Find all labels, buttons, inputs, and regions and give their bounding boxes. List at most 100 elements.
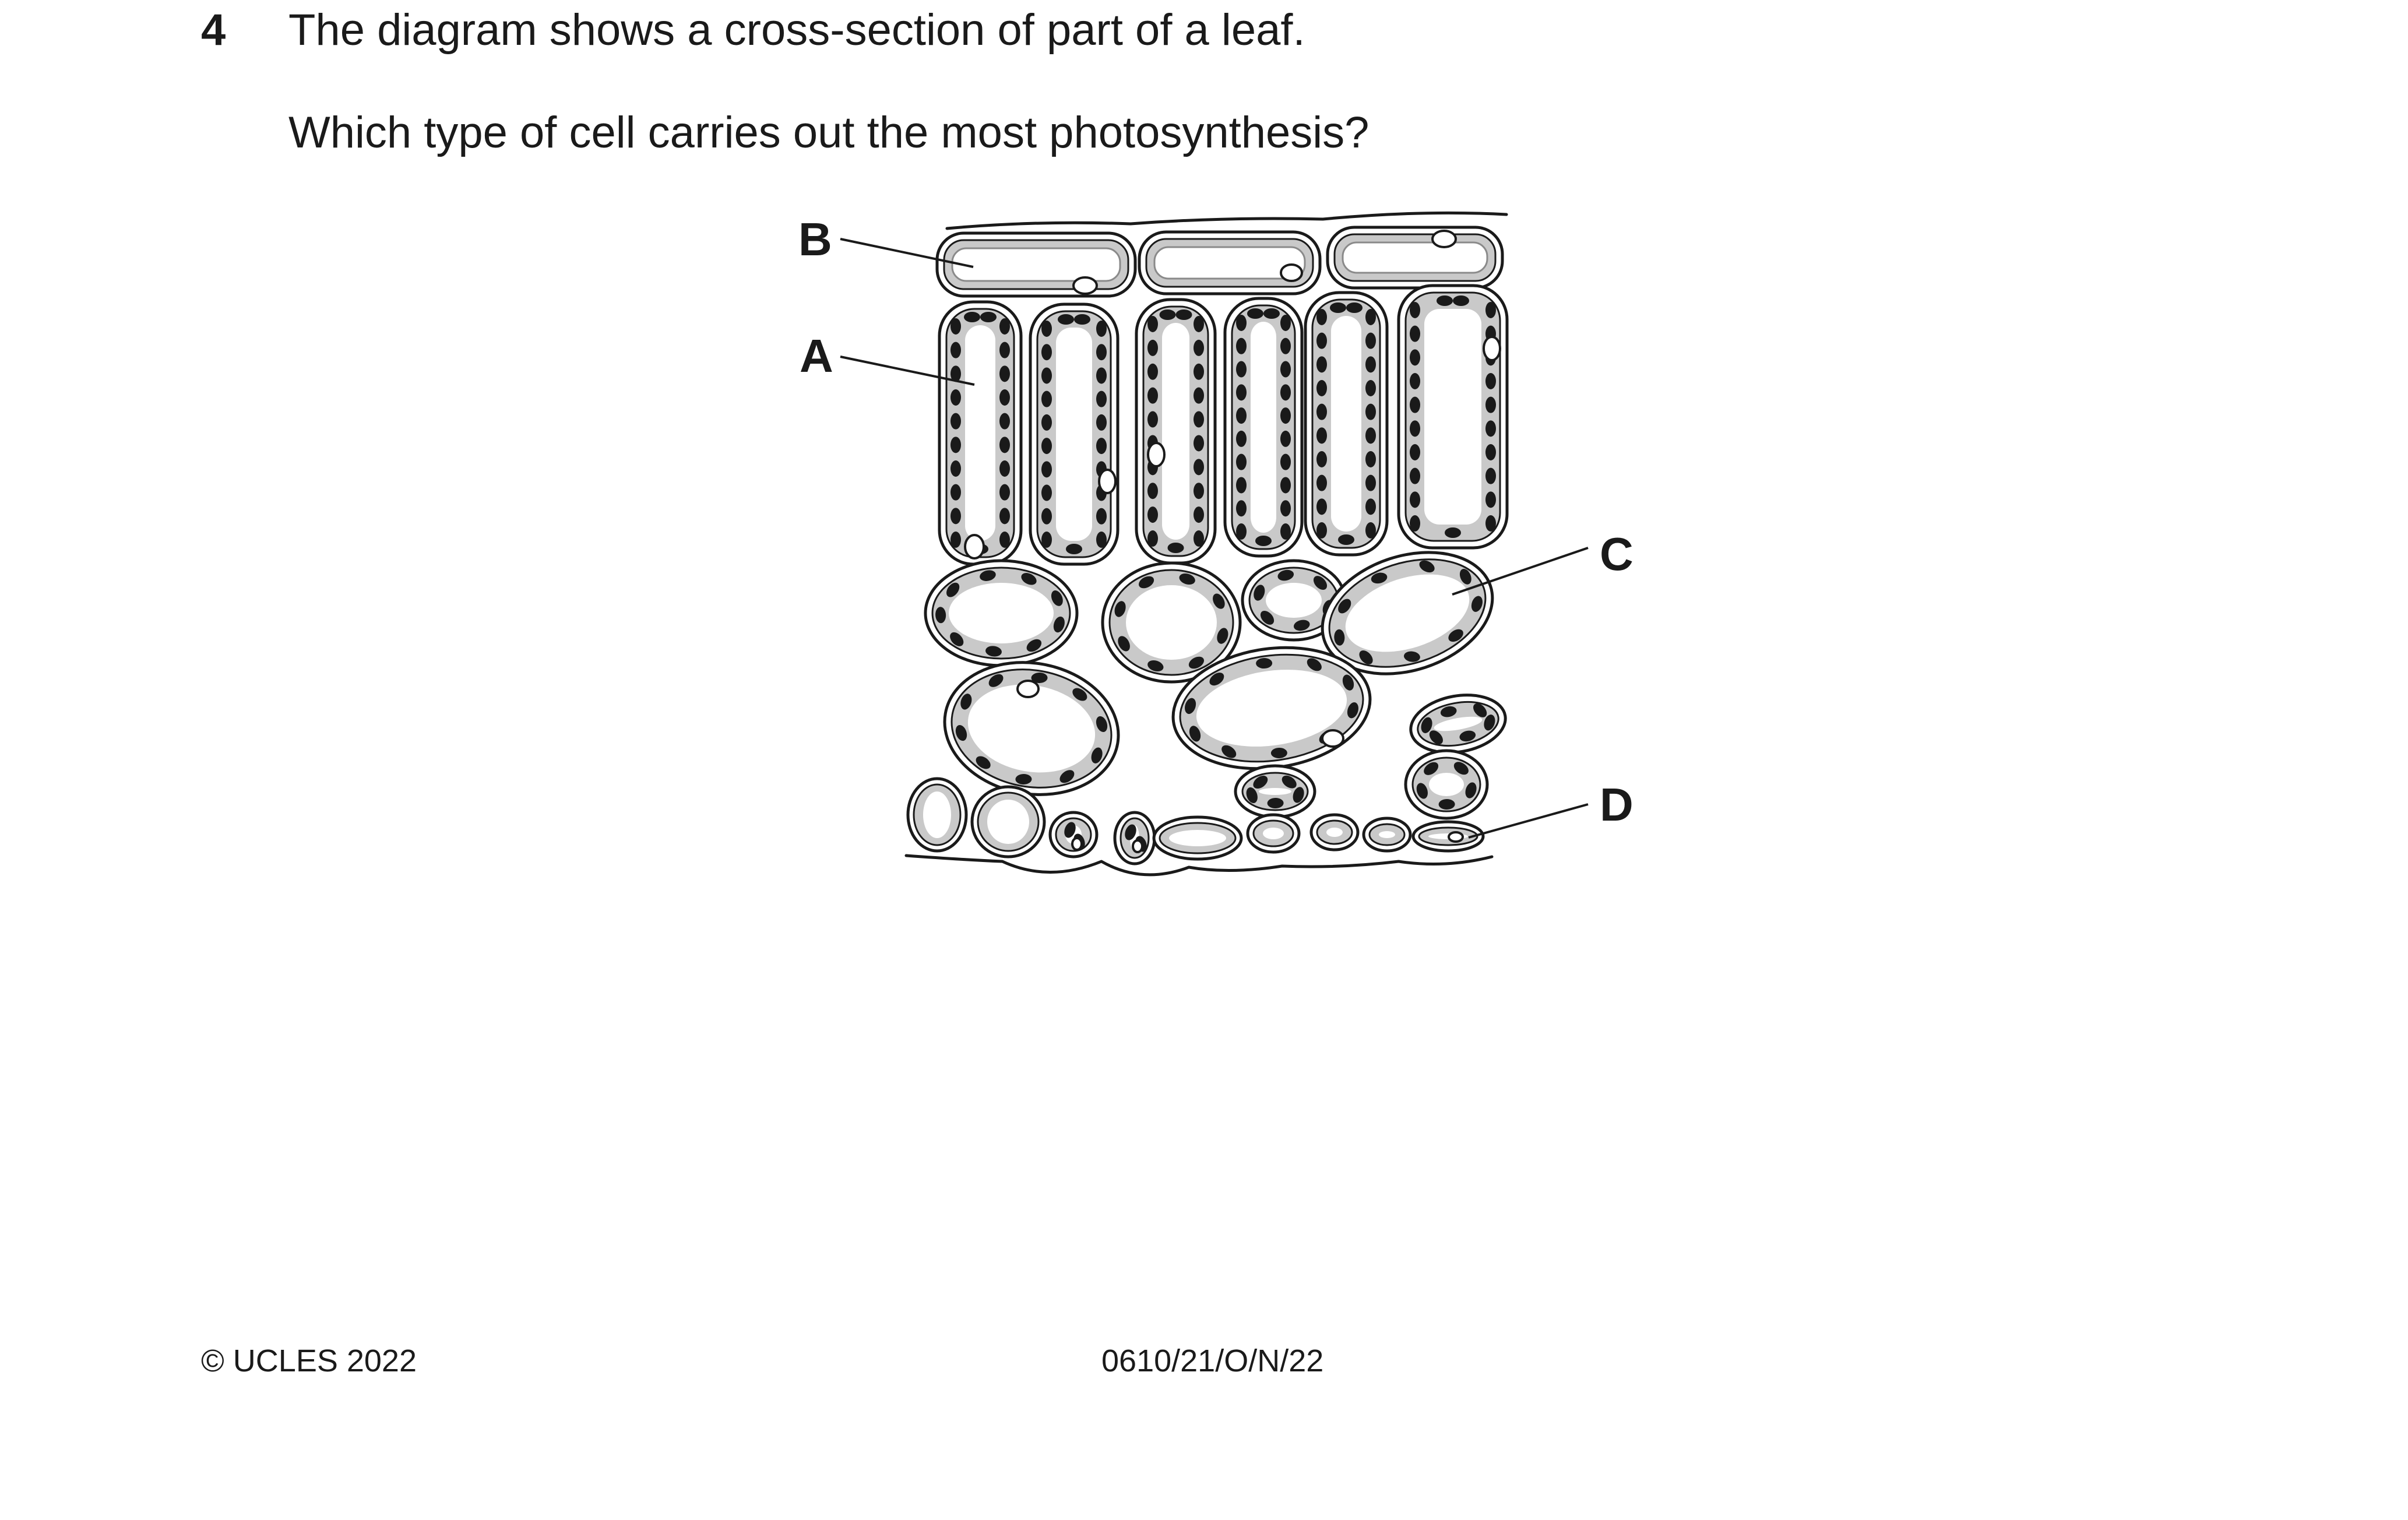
chloroplast [1041,438,1052,455]
chloroplast [1465,782,1477,798]
chloroplast [1313,576,1328,590]
chloroplast [1485,444,1496,460]
chloroplast [1194,411,1204,428]
chloroplast [999,342,1010,358]
chloroplast [1254,585,1265,601]
chloroplast [1419,560,1435,573]
chloroplast [1365,451,1376,467]
footer-copyright: © UCLES 2022 [201,1343,417,1378]
chloroplast [1096,344,1107,361]
chloroplast [1236,361,1247,378]
chloroplast [1041,367,1052,384]
chloroplast [950,508,961,525]
chloroplast [1403,651,1420,662]
chloroplast [1410,302,1420,318]
chloroplast [1167,543,1184,553]
chloroplast [1236,337,1247,354]
spongy-vacuole [1196,670,1347,747]
chloroplast [935,607,946,624]
chloroplast [950,365,961,382]
chloroplast [1253,775,1268,789]
chloroplast [1459,569,1471,585]
chloroplast [1147,316,1158,332]
chloroplast [1280,453,1291,470]
chloroplast [960,694,972,710]
chloroplast [976,756,991,769]
chloroplast [1096,367,1107,384]
chloroplast [1236,407,1247,424]
chloroplast [1282,775,1297,789]
chloroplast [1189,726,1201,742]
chloroplast [1147,363,1158,380]
chloroplast [1194,363,1204,380]
chloroplast [1280,315,1291,331]
chloroplast [1125,824,1136,840]
chloroplast [950,342,961,358]
lower-epidermis-vacuole [1169,830,1226,846]
chloroplast [1236,384,1247,401]
chloroplast [1453,762,1469,775]
chloroplast [1026,639,1042,652]
chloroplast [1280,477,1291,494]
palisade-nucleus [1147,442,1166,467]
spongy-vacuole [1429,773,1464,796]
chloroplast [1246,787,1258,804]
chloroplast [1473,703,1487,717]
chloroplast [1365,380,1376,396]
chloroplast [1194,459,1204,476]
chloroplast [1194,339,1204,356]
chloroplast [1280,430,1291,447]
guard-cell-nucleus [1071,837,1083,851]
chloroplast [999,437,1010,453]
chloroplast [1485,396,1496,413]
chloroplast [1330,302,1346,313]
chloroplast [1175,309,1192,320]
chloroplast [1347,702,1358,719]
chloroplast [1147,483,1158,499]
chloroplast [1236,453,1247,470]
chloroplast [1277,569,1294,581]
chloroplast [1410,420,1420,437]
chloroplast [1410,491,1420,508]
chloroplast [1359,650,1373,664]
spongy-vacuole [1434,716,1483,731]
chloroplast [1410,515,1420,532]
chloroplast [1209,673,1224,686]
chloroplast [980,570,996,581]
chloroplast [1053,616,1065,633]
leader-line-c [1452,547,1589,596]
chloroplast [1263,308,1280,319]
chloroplast [950,389,961,406]
chloroplast [1280,361,1291,378]
palisade-vacuole [1251,322,1276,533]
chloroplast [999,413,1010,430]
chloroplast [1066,544,1082,554]
chloroplast [1485,373,1496,389]
chloroplast [1429,730,1443,745]
footer-paper-code: 0610/21/O/N/22 [1101,1343,1324,1378]
chloroplast [1280,407,1291,424]
palisade-nucleus [1098,469,1117,494]
chloroplast [950,460,961,477]
chloroplast [1096,390,1107,407]
chloroplast [1334,629,1345,646]
chloroplast [1365,427,1376,444]
chloroplast [988,674,1004,687]
chloroplast [1293,787,1304,803]
chloroplast [1096,414,1107,431]
upper-epidermis-vacuole [1342,241,1488,274]
chloroplast [1316,356,1327,373]
spongy-vacuole [949,583,1054,643]
chloroplast [1041,532,1052,548]
chloroplast [1270,747,1287,758]
chloroplast [1459,730,1476,742]
chloroplast [1236,500,1247,517]
chloroplast [1485,467,1496,484]
chloroplast [1410,467,1420,484]
chloroplast [964,312,980,322]
chloroplast [1041,461,1052,478]
chloroplast [1365,522,1376,539]
chloroplast [1416,783,1428,799]
chloroplast [1316,403,1327,420]
